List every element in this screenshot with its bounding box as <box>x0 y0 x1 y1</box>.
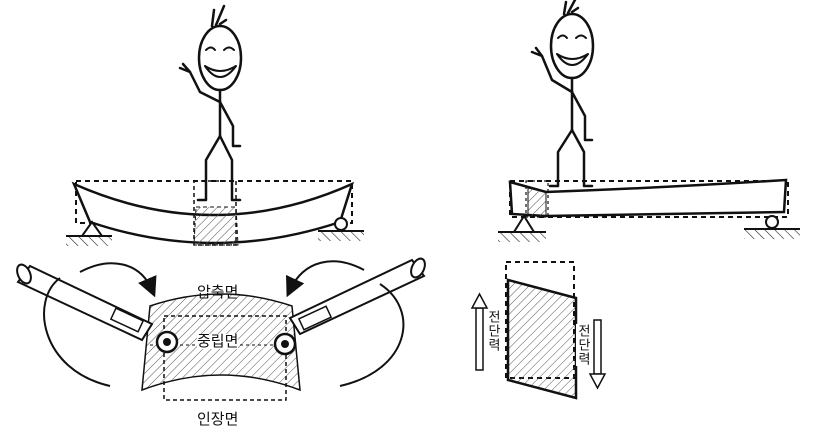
stick-figure-right <box>530 0 595 188</box>
stick-figure-left <box>178 4 243 202</box>
shear-element-hatched-block <box>506 278 578 400</box>
shear-pin-support <box>512 214 536 233</box>
shear-arrow-left <box>475 307 484 371</box>
neutral-plane-label: 중립면 <box>197 332 239 350</box>
rotation-arrow-right <box>286 260 365 298</box>
bending-element-dashed-box <box>163 315 287 401</box>
bending-element-detail <box>16 257 426 401</box>
left-ground <box>66 236 112 246</box>
shear-arrow-right <box>593 319 602 375</box>
bending-beam-hatched-segment <box>193 206 239 246</box>
tension-face-label: 인장면 <box>197 410 239 428</box>
bending-beam-original-outline <box>75 180 353 224</box>
shear-element-detail <box>470 261 607 400</box>
compression-face-label: 압축면 <box>197 283 239 301</box>
shear-beam-scene <box>498 178 800 242</box>
shear-beam-original-outline <box>509 180 789 218</box>
bending-beam-dashed-element <box>193 180 237 246</box>
right-ground <box>318 231 364 241</box>
bending-beam-deflected <box>71 181 355 245</box>
shear-beam-deformed <box>508 178 788 218</box>
shear-force-label-left: 전단력 <box>485 310 500 352</box>
shear-force-label-right: 전단력 <box>575 324 590 366</box>
shear-beam-hatched-segment <box>527 187 547 217</box>
rotation-arrow-left <box>79 262 157 298</box>
shear-roller-support <box>765 215 779 229</box>
bending-beam-scene <box>66 180 364 246</box>
left-roller-support <box>334 217 348 231</box>
